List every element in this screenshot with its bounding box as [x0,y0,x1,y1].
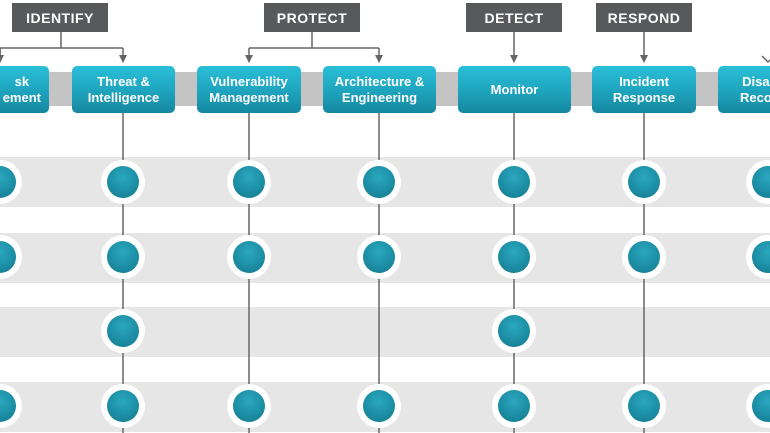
identify-connector [0,32,123,62]
coverage-dot [498,315,530,347]
coverage-node-incident-response-row-4 [622,384,666,428]
phase-identify-label: IDENTIFY [26,9,94,26]
coverage-dot [107,241,139,273]
capability-monitor-label: Monitor [490,81,539,97]
capability-architecture-engineering-label: Architecture & Engineering [334,73,425,105]
coverage-node-risk-management-row-4 [0,384,22,428]
coverage-dot [752,241,770,273]
coverage-node-incident-response-row-2 [622,235,666,279]
capability-vulnerability-management-label: Vulnerability Management [209,73,289,105]
phase-detect: DETECT [466,3,562,32]
coverage-dot [233,166,265,198]
coverage-node-monitor-row-3 [492,309,536,353]
coverage-node-incident-response-row-1 [622,160,666,204]
coverage-node-monitor-row-4 [492,384,536,428]
coverage-node-vulnerability-management-row-4 [227,384,271,428]
capability-architecture-engineering: Architecture & Engineering [323,66,436,113]
capability-vulnerability-management: Vulnerability Management [197,66,301,113]
coverage-dot [363,390,395,422]
coverage-node-vulnerability-management-row-1 [227,160,271,204]
recover-connector [761,55,770,64]
coverage-node-monitor-row-1 [492,160,536,204]
coverage-dot [498,166,530,198]
coverage-node-threat-intelligence-row-1 [101,160,145,204]
coverage-dot [107,315,139,347]
coverage-node-threat-intelligence-row-4 [101,384,145,428]
capability-disaster-recovery: Disa Reco [718,66,770,113]
capability-risk-management: sk ement [0,66,49,113]
coverage-dot [233,390,265,422]
capability-threat-intelligence-label: Threat & Intelligence [87,73,160,105]
capability-threat-intelligence: Threat & Intelligence [72,66,175,113]
capability-incident-response-label: Incident Response [612,73,676,105]
coverage-dot [363,166,395,198]
coverage-node-threat-intelligence-row-3 [101,309,145,353]
coverage-node-monitor-row-2 [492,235,536,279]
coverage-node-architecture-engineering-row-2 [357,235,401,279]
coverage-dot [0,166,16,198]
coverage-dot [752,166,770,198]
capability-disaster-recovery-label: Disa Reco [740,73,770,105]
capability-monitor: Monitor [458,66,571,113]
coverage-dot [628,166,660,198]
coverage-dot [233,241,265,273]
coverage-node-architecture-engineering-row-4 [357,384,401,428]
coverage-node-disaster-recovery-row-1 [746,160,770,204]
coverage-dot [752,390,770,422]
capability-incident-response: Incident Response [592,66,696,113]
coverage-node-risk-management-row-1 [0,160,22,204]
phase-respond-label: RESPOND [607,9,681,26]
capability-risk-management-label: sk ement [2,73,41,105]
protect-connector [249,32,379,62]
coverage-dot [107,166,139,198]
coverage-dot [363,241,395,273]
coverage-dot [628,241,660,273]
coverage-dot [0,241,16,273]
coverage-node-architecture-engineering-row-1 [357,160,401,204]
coverage-dot [628,390,660,422]
coverage-dot [498,241,530,273]
phase-detect-label: DETECT [484,9,544,26]
phase-respond: RESPOND [596,3,692,32]
coverage-dot [0,390,16,422]
coverage-node-vulnerability-management-row-2 [227,235,271,279]
phase-protect-label: PROTECT [276,9,348,26]
coverage-dot [498,390,530,422]
coverage-node-threat-intelligence-row-2 [101,235,145,279]
phase-identify: IDENTIFY [12,3,108,32]
phase-protect: PROTECT [264,3,360,32]
coverage-dot [107,390,139,422]
coverage-node-risk-management-row-2 [0,235,22,279]
